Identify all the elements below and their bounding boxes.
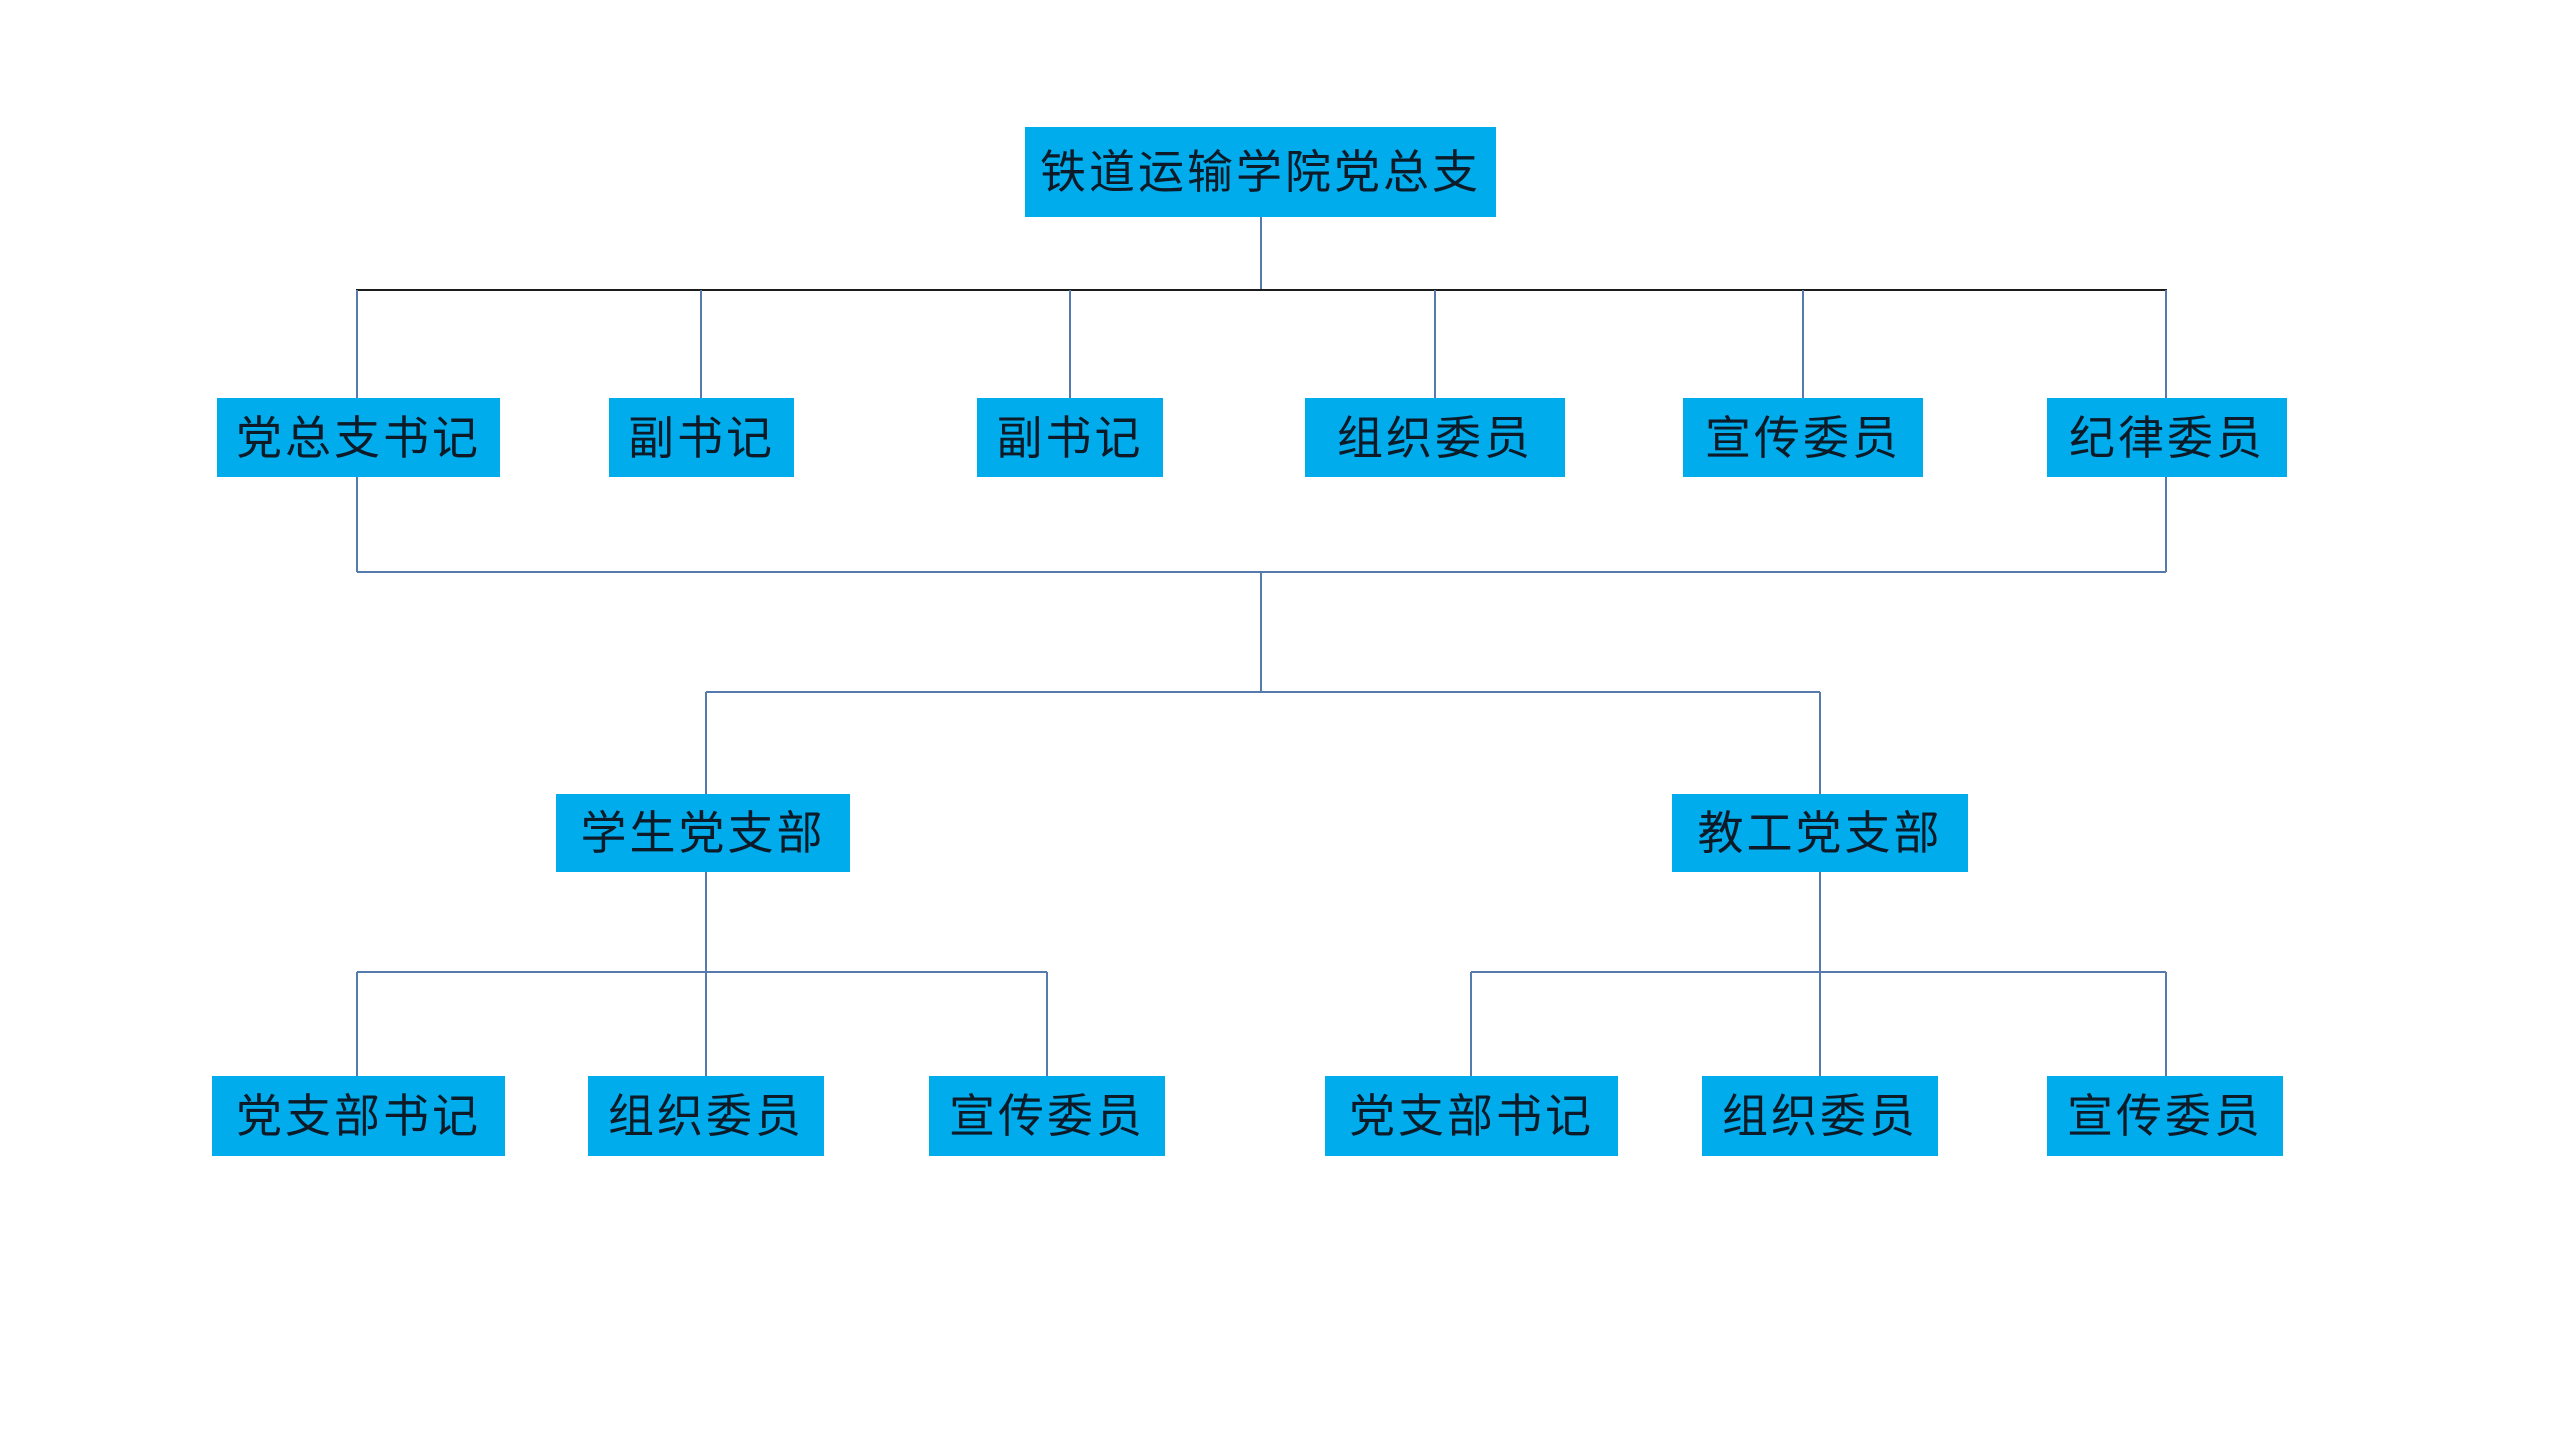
org-node-staff-branch-publicity: 宣传委员	[2047, 1076, 2283, 1156]
org-node-secretary: 党总支书记	[217, 398, 500, 477]
org-node-deputy-secretary-1: 副书记	[609, 398, 794, 477]
org-node-organization-member: 组织委员	[1305, 398, 1565, 477]
org-node-student-branch-organization: 组织委员	[588, 1076, 824, 1156]
org-node-publicity-member: 宣传委员	[1683, 398, 1923, 477]
org-node-deputy-secretary-2: 副书记	[977, 398, 1163, 477]
org-node-student-branch-publicity: 宣传委员	[929, 1076, 1165, 1156]
org-node-staff-branch: 教工党支部	[1672, 794, 1968, 872]
org-node-staff-branch-organization: 组织委员	[1702, 1076, 1938, 1156]
org-node-student-branch-secretary: 党支部书记	[212, 1076, 505, 1156]
org-node-student-branch: 学生党支部	[556, 794, 850, 872]
org-node-staff-branch-secretary: 党支部书记	[1325, 1076, 1618, 1156]
org-node-root: 铁道运输学院党总支	[1025, 127, 1496, 217]
org-node-discipline-member: 纪律委员	[2047, 398, 2287, 477]
